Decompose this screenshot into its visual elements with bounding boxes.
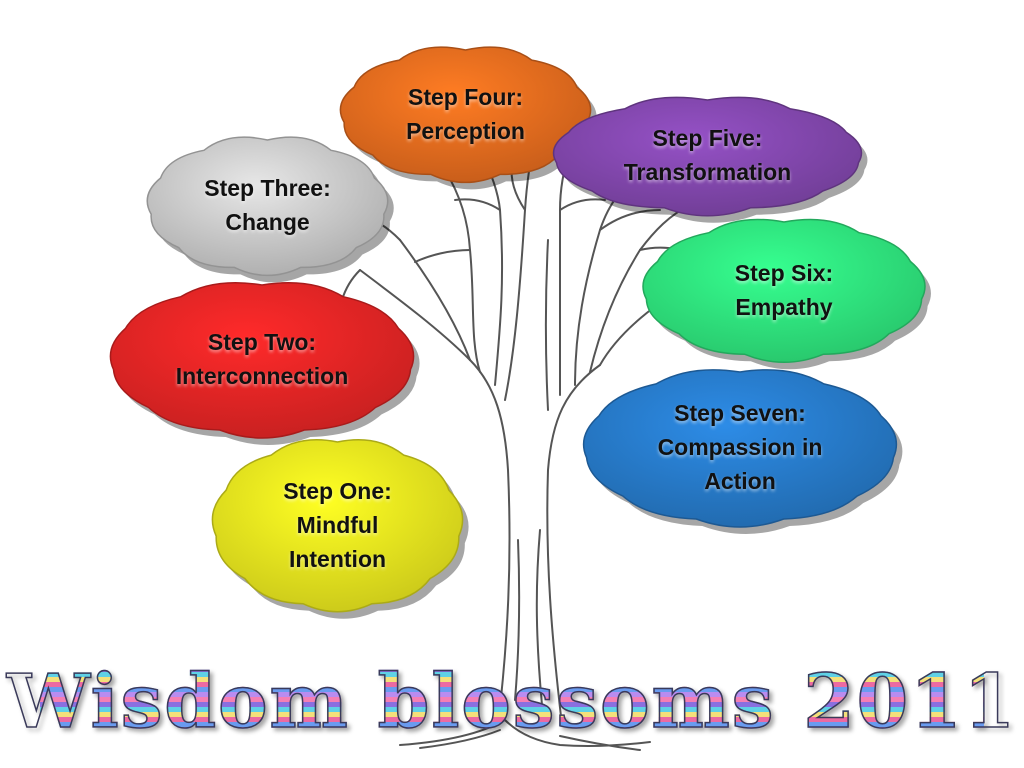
step-label-line: Empathy — [735, 293, 833, 320]
step-label: Step Five: Transformation — [545, 90, 870, 220]
step-label: Step Three: Change — [140, 130, 395, 280]
step-label-line: Step Three: — [204, 175, 331, 201]
step-label-line: Step Six: — [734, 259, 834, 286]
cloud-shape-icon — [552, 96, 868, 223]
step-label-line: Intention — [288, 545, 387, 572]
step-label: Step Four: Perception — [333, 40, 598, 187]
cloud-shape-icon — [642, 218, 931, 370]
step-label-line: Action — [704, 468, 776, 494]
step-label-line: Change — [225, 209, 310, 235]
step-label-line: Step Four: — [408, 83, 523, 110]
step-label-line: Step Seven: — [674, 400, 806, 426]
title: Wisdom blossoms 2011 — [6, 658, 1018, 746]
step-label: Step Two: Interconnection — [102, 275, 422, 443]
step-seven-cloud: Step Seven: Compassion in Action — [575, 362, 905, 534]
cloud-shape-icon — [339, 46, 597, 190]
step-five-cloud: Step Five: Transformation — [545, 90, 870, 223]
step-label: Step Six: Empathy — [635, 212, 933, 367]
step-label-line: Step Five: — [652, 125, 763, 151]
step-label-line: Step Two: — [207, 329, 317, 355]
step-two-cloud: Step Two: Interconnection — [102, 275, 422, 445]
cloud-shape-icon — [211, 439, 469, 619]
step-three-cloud: Step Three: Change — [140, 130, 395, 283]
step-six-cloud: Step Six: Empathy — [635, 212, 933, 370]
step-label-line: Interconnection — [175, 363, 349, 389]
cloud-shape-icon — [146, 136, 394, 283]
step-label: Step Seven: Compassion in Action — [575, 362, 905, 532]
step-label-line: Step One: — [283, 477, 392, 504]
step-label-line: Transformation — [623, 159, 792, 185]
step-label-line: Mindful — [296, 511, 379, 538]
cloud-shape-icon — [109, 281, 420, 445]
cloud-shape-icon — [582, 369, 903, 534]
step-four-cloud: Step Four: Perception — [333, 40, 598, 190]
step-label-line: Perception — [406, 117, 525, 144]
step-label-line: Compassion in — [657, 434, 823, 460]
